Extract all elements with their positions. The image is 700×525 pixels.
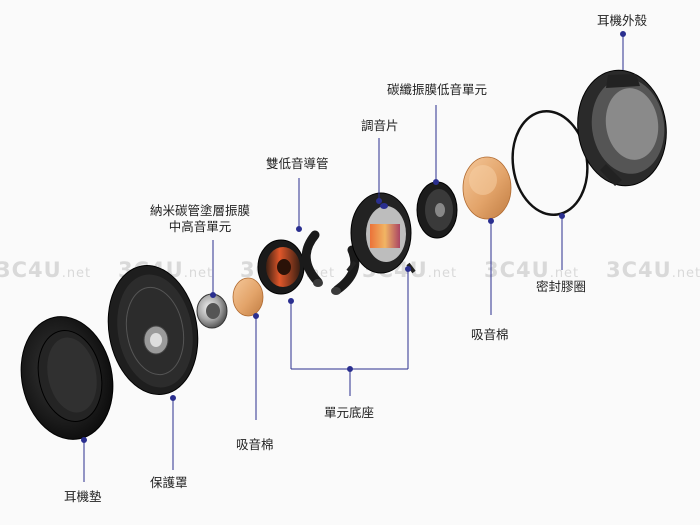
watermark: 3C4U.net bbox=[606, 258, 700, 282]
label-carbon-fiber-bass-driver: 碳纖振膜低音單元 bbox=[387, 82, 488, 97]
label-mid-high-driver-line2: 中高音單元 bbox=[168, 219, 232, 234]
sound-absorbing-cotton-left-part bbox=[232, 277, 264, 317]
unit-base-part bbox=[257, 239, 305, 295]
label-sound-absorbing-cotton-right: 吸音棉 bbox=[471, 327, 509, 342]
label-sealing-ring: 密封膠圈 bbox=[536, 279, 587, 294]
dual-bass-tube-part bbox=[301, 230, 360, 295]
carbon-fiber-bass-driver-part bbox=[416, 181, 458, 239]
label-unit-base: 單元底座 bbox=[324, 405, 375, 420]
protective-cover-part bbox=[107, 265, 199, 395]
label-protective-cover: 保護罩 bbox=[150, 475, 188, 490]
label-tuning-plate: 調音片 bbox=[361, 118, 399, 133]
tuning-plate-part bbox=[346, 192, 416, 274]
mid-high-driver-part bbox=[196, 293, 228, 329]
watermark: 3C4U.net bbox=[484, 258, 580, 282]
leader-lines bbox=[81, 31, 626, 482]
label-mid-high-driver: 納米碳管塗層振膜 中高音單元 bbox=[150, 203, 250, 235]
label-mid-high-driver-line1: 納米碳管塗層振膜 bbox=[150, 203, 251, 218]
watermark: 3C4U.net bbox=[0, 258, 92, 282]
label-outer-shell: 耳機外殼 bbox=[597, 13, 648, 28]
label-ear-pad: 耳機墊 bbox=[64, 489, 102, 504]
outer-shell-part bbox=[577, 69, 667, 187]
label-dual-bass-tube: 雙低音導管 bbox=[266, 156, 329, 171]
ear-pad-part bbox=[20, 316, 114, 440]
label-sound-absorbing-cotton-left: 吸音棉 bbox=[236, 437, 274, 452]
sound-absorbing-cotton-right-part bbox=[462, 156, 512, 220]
